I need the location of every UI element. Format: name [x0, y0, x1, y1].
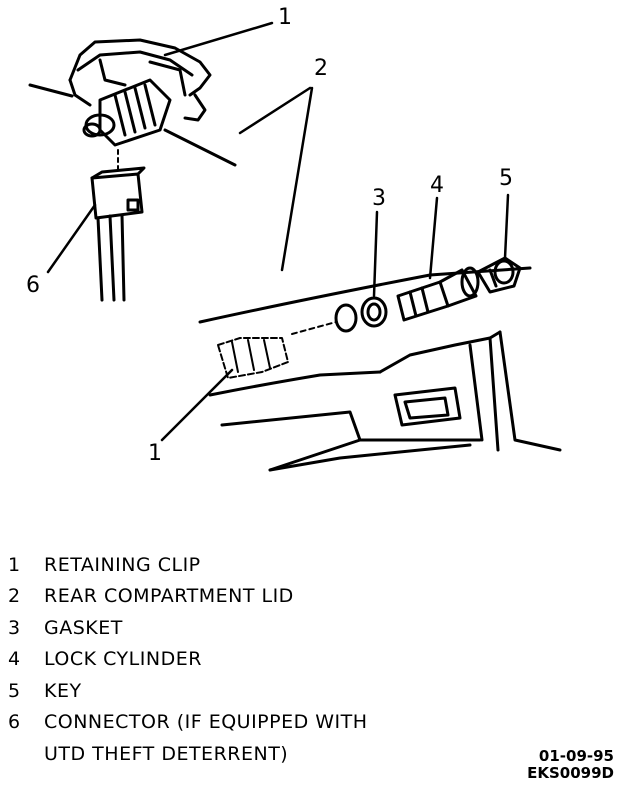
retaining-clip-bottom [217, 337, 289, 379]
connector [90, 166, 146, 302]
legend-label: RETAINING CLIP [44, 553, 201, 576]
legend-number: 1 [8, 553, 21, 576]
callout-6: 6 [26, 273, 40, 298]
figure-date: 01-09-95 [538, 747, 614, 765]
legend-item-5: 5 KEY [8, 675, 448, 707]
callout-5: 5 [499, 166, 513, 191]
legend-label: CONNECTOR (IF EQUIPPED WITH [44, 711, 368, 734]
leader-lines [46, 21, 510, 442]
callout-3: 3 [372, 186, 386, 211]
legend-number: 4 [8, 648, 21, 671]
figure-id: EKS0099D [527, 764, 614, 782]
callout-4: 4 [430, 173, 444, 198]
callout-1-bottom: 1 [148, 441, 162, 466]
callout-1-top: 1 [278, 5, 292, 30]
legend-item-3: 3 GASKET [8, 612, 448, 644]
exploded-diagram: 1 2 3 4 5 6 1 [26, 5, 562, 472]
legend-item-4: 4 LOCK CYLINDER [8, 644, 448, 676]
rear-compartment-lid [198, 266, 562, 472]
legend-label: REAR COMPARTMENT LID [44, 585, 294, 608]
legend-label: LOCK CYLINDER [44, 648, 202, 671]
parts-legend: 1 RETAINING CLIP 2 REAR COMPARTMENT LID … [8, 549, 448, 770]
legend-number: 6 [8, 711, 21, 734]
legend-label-continuation: UTD THEFT DETERRENT) [44, 742, 289, 765]
key [476, 256, 522, 294]
callout-2: 2 [314, 56, 328, 81]
legend-number: 3 [8, 616, 21, 639]
legend-item-1: 1 RETAINING CLIP [8, 549, 448, 581]
gasket [334, 296, 388, 333]
legend-item-6-continuation: UTD THEFT DETERRENT) [8, 738, 448, 770]
legend-number: 2 [8, 585, 21, 608]
legend-number: 5 [8, 679, 21, 702]
clip-cylinder [82, 78, 172, 147]
lock-cylinder [396, 266, 480, 322]
retaining-clip-assembly [28, 38, 237, 167]
legend-label: GASKET [44, 616, 123, 639]
legend-item-6: 6 CONNECTOR (IF EQUIPPED WITH [8, 707, 448, 739]
legend-label: KEY [44, 679, 82, 702]
figure-code: 01-09-95 EKS0099D [527, 748, 614, 782]
legend-item-2: 2 REAR COMPARTMENT LID [8, 581, 448, 613]
